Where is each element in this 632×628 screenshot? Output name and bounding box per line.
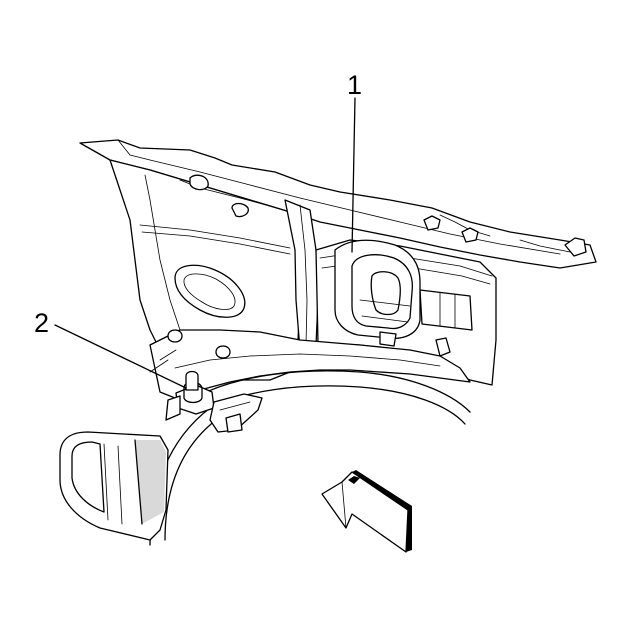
fastener-item-2 (165, 370, 215, 421)
panel-studs (149, 329, 231, 373)
view-direction-arrow-icon (321, 470, 412, 553)
inner-wheelhouse-panel (109, 159, 319, 381)
leader-line-1 (351, 97, 356, 253)
upper-cross-panel (79, 139, 597, 269)
support-plate (209, 393, 263, 433)
callout-label-2: 2 (34, 308, 50, 338)
splash-shield (59, 431, 169, 541)
bracket-item-1 (334, 239, 421, 347)
callout-label-1: 1 (347, 70, 363, 100)
wheel-arch-floor (149, 329, 471, 399)
callout-leaders (54, 97, 356, 389)
leader-line-2 (54, 324, 187, 389)
